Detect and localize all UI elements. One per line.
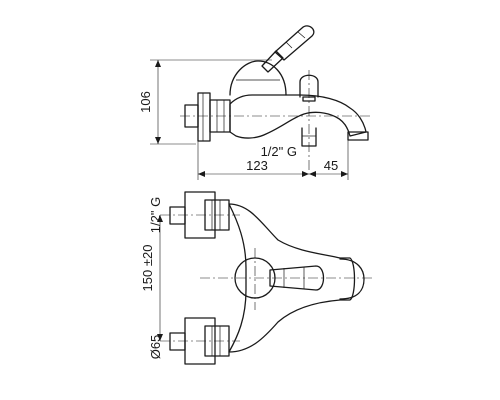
- side-handle-grip: [274, 25, 315, 61]
- dim-label-150: 150 ±20: [140, 245, 155, 292]
- side-dome: [229, 60, 287, 96]
- front-spout-end: [339, 258, 365, 300]
- front-body: [228, 203, 356, 353]
- dim-label-123: 123: [246, 158, 268, 173]
- dim-label-45: 45: [324, 158, 338, 173]
- side-body: [229, 94, 367, 139]
- side-spout-outlet: [347, 131, 369, 141]
- thread-label-side: 1/2" G: [261, 144, 297, 159]
- side-handle: [261, 50, 284, 73]
- front-lower-pipe: [169, 332, 186, 351]
- dim-label-flange-dia: Ø65: [148, 335, 163, 360]
- side-view: 106 123 45 1/2" G: [138, 25, 372, 180]
- side-wall-flange: [197, 92, 211, 142]
- front-upper-pipe: [169, 206, 186, 225]
- front-handle-grip: [269, 265, 325, 291]
- dim-label-106: 106: [138, 91, 153, 113]
- thread-label-front: 1/2" G: [148, 197, 163, 233]
- front-view: 150 ±20 1/2" G Ø65: [140, 191, 372, 365]
